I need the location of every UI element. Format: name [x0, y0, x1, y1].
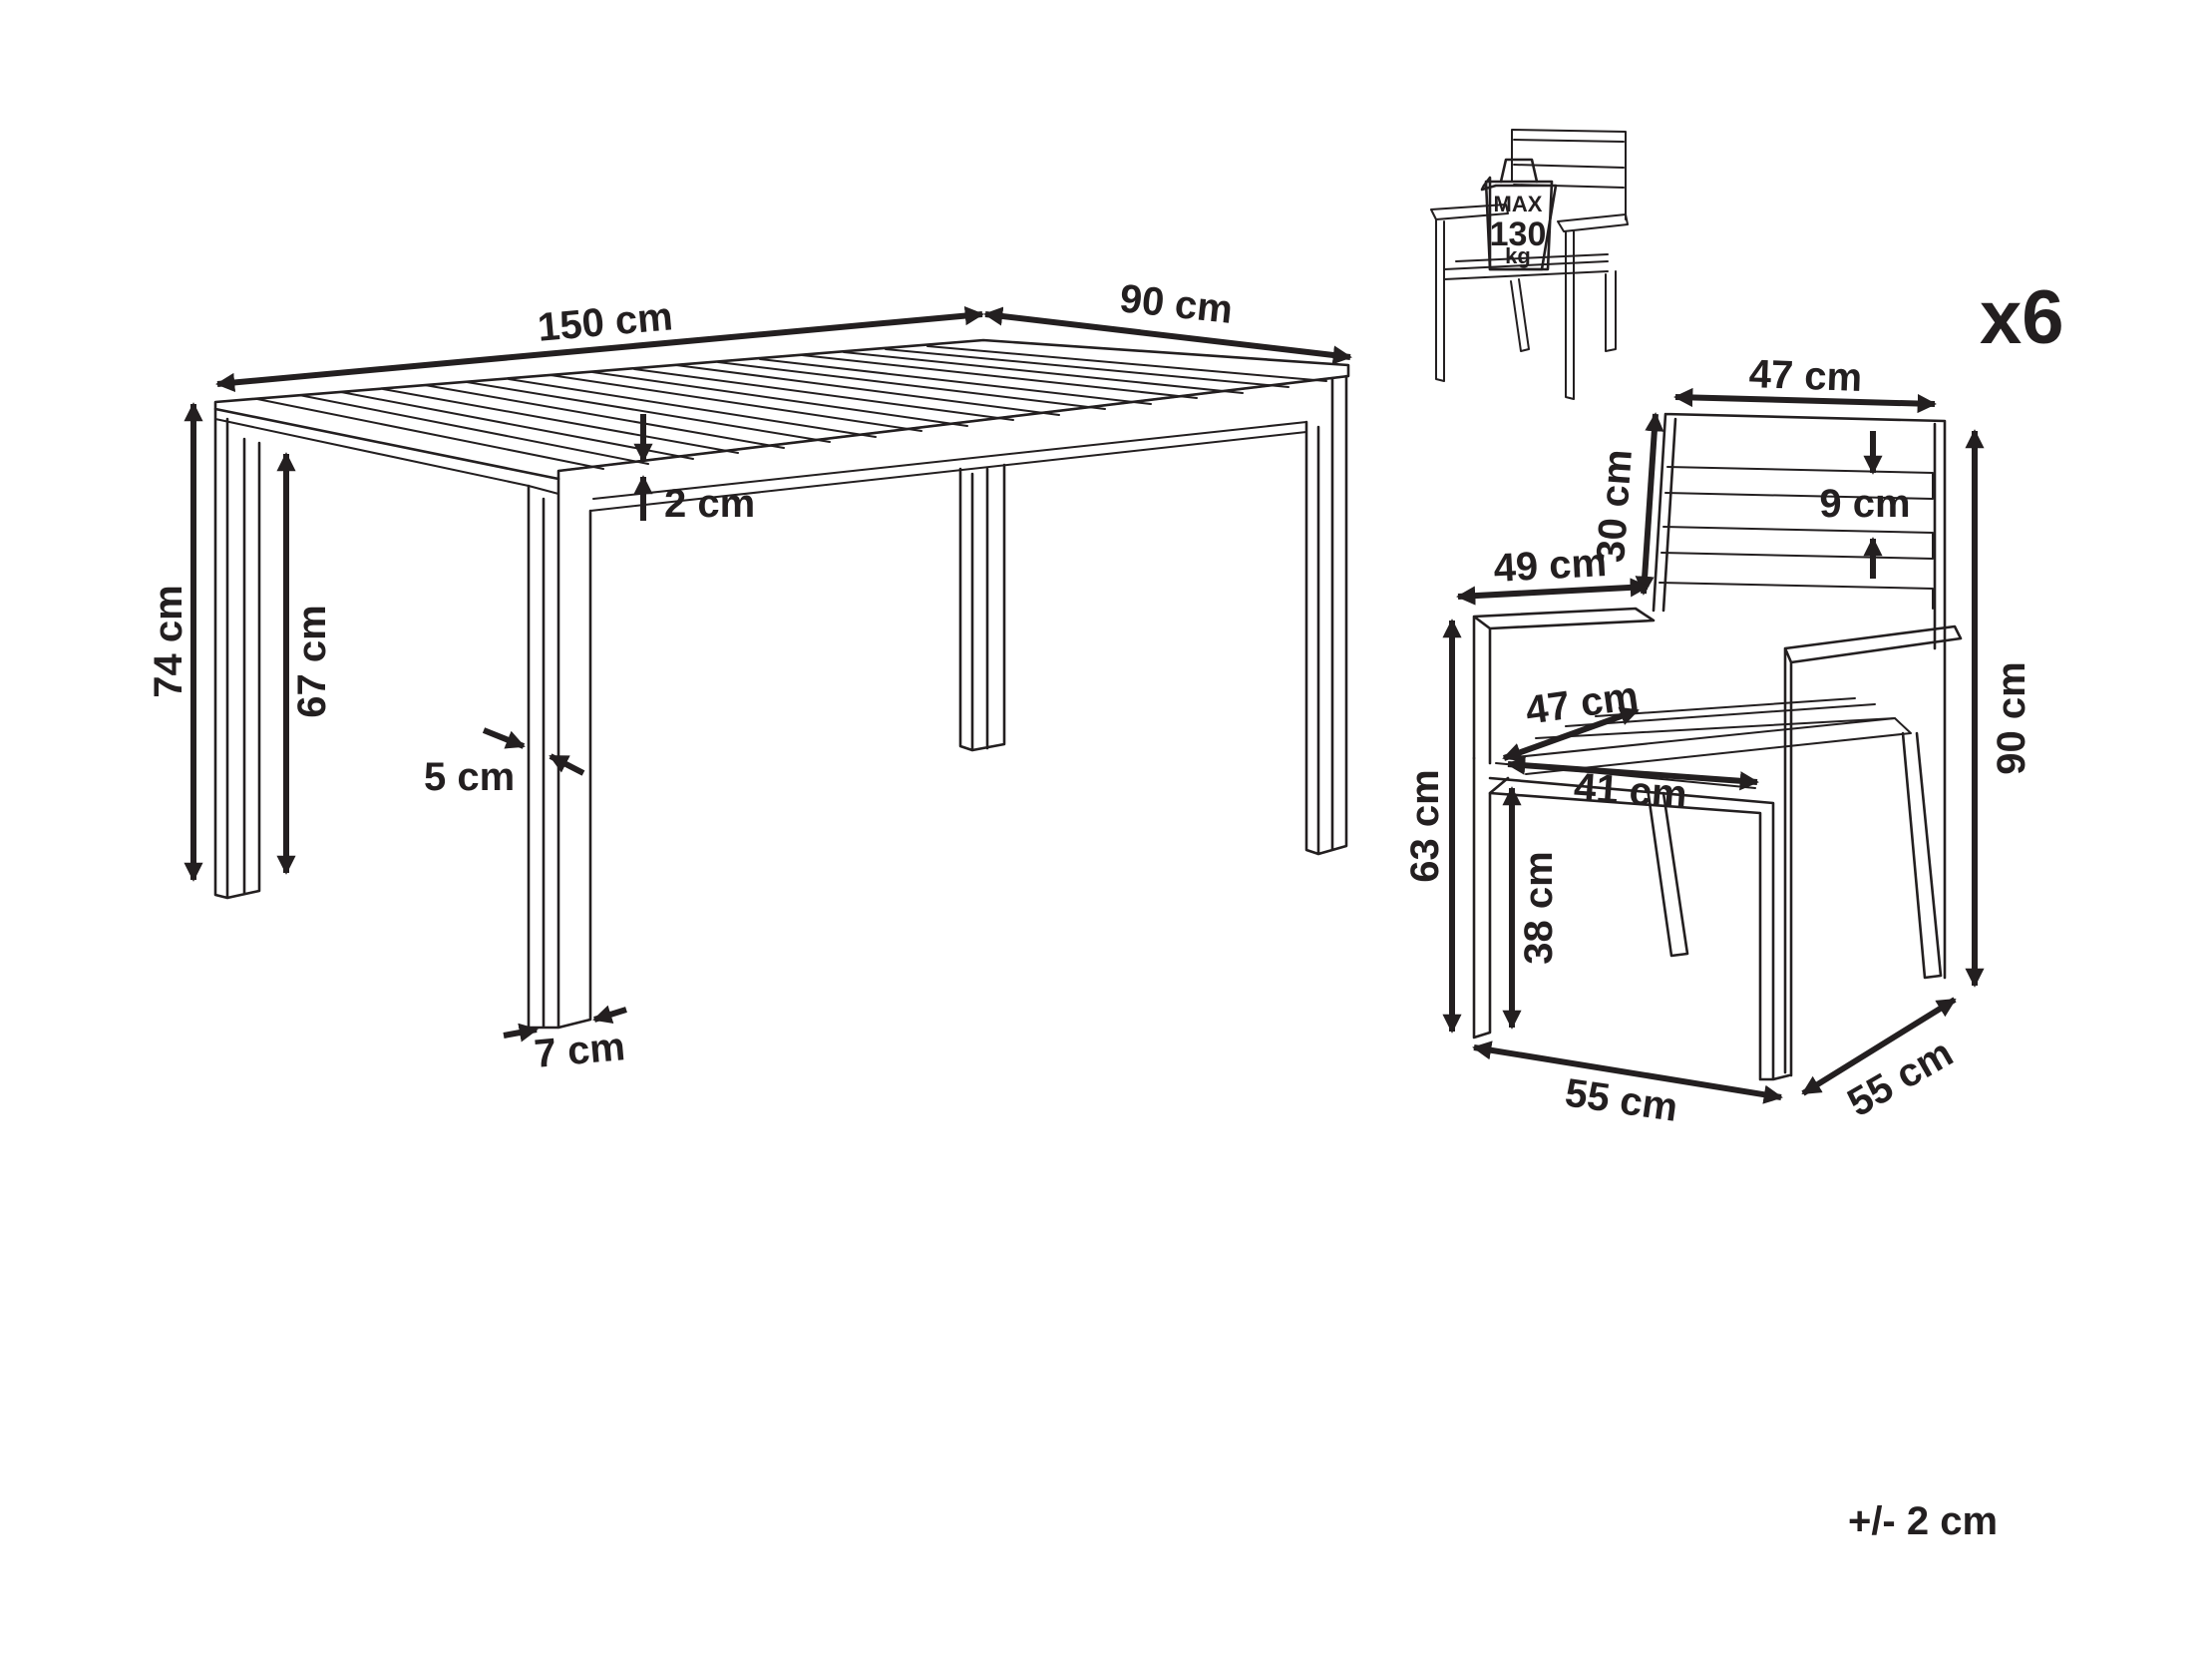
leg-inner-label: 5 cm	[424, 755, 515, 799]
max-load-chair-illustration: MAX 130 kg	[1430, 129, 1629, 400]
base-depth-label: 55 cm	[1840, 1031, 1960, 1125]
armrest-height-label: 63 cm	[1403, 769, 1447, 882]
small-chair-seat	[1443, 253, 1609, 280]
backrest-width-label: 47 cm	[1748, 352, 1863, 400]
chair-armrest-left	[1472, 607, 1656, 765]
base-width-arrow	[1472, 1040, 1783, 1104]
chair-backrest-slats	[1659, 466, 1934, 610]
table-leg-back-left	[213, 407, 261, 900]
top-thickness-label: 2 cm	[664, 482, 755, 526]
seat-width-arrow	[1506, 755, 1759, 791]
table-leg-front-right	[1304, 374, 1348, 856]
table-dimensions: 150 cm 90 cm 74 cm 67 cm 2 cm 5 cm 7 cm	[147, 276, 1352, 1076]
table-leg-front-left	[527, 477, 592, 1030]
armrest-width-label: 49 cm	[1493, 541, 1609, 591]
small-chair-backrest	[1511, 129, 1627, 220]
leg-outer-arrow-right	[592, 1005, 627, 1025]
chair-leg-front-left	[1472, 756, 1510, 1039]
table-clearance-label: 67 cm	[290, 605, 334, 717]
weight-handle	[1499, 158, 1539, 184]
chair-armrest-right	[1783, 624, 1963, 1077]
small-chair-legs	[1510, 270, 1617, 352]
chair-leg-back-left	[1646, 786, 1689, 958]
chair-quantity-label: x6	[1980, 275, 2064, 360]
table-apron-left	[214, 408, 559, 495]
seat-width-label: 41 cm	[1573, 765, 1688, 817]
max-load-line1: MAX	[1494, 192, 1543, 216]
seat-depth-arrow	[1502, 706, 1640, 762]
table-width-arrow	[983, 306, 1352, 365]
backrest-height-arrow	[1635, 412, 1664, 596]
backrest-width-arrow	[1673, 387, 1937, 414]
weight-icon	[1480, 176, 1558, 271]
seat-height-label: 38 cm	[1517, 851, 1561, 964]
chair-dimensions: 47 cm 30 cm 9 cm 49 cm 47 cm 41 cm 63 cm…	[1403, 352, 2033, 1130]
table-length-arrow	[215, 306, 984, 392]
table-leg-back-right	[958, 463, 1006, 752]
total-height-label: 90 cm	[1990, 661, 2033, 774]
small-chair-arm-left	[1430, 204, 1509, 382]
leg-inner-arrow-left	[482, 727, 526, 749]
tolerance-note: +/- 2 cm	[1848, 1499, 1998, 1543]
chair-leg-back-right	[1901, 731, 1943, 980]
max-load-line3: kg	[1505, 243, 1531, 268]
table-width-label: 90 cm	[1118, 276, 1235, 332]
base-depth-arrow	[1801, 997, 1957, 1096]
backrest-height-label: 30 cm	[1589, 448, 1641, 564]
leg-outer-label: 7 cm	[533, 1025, 627, 1076]
max-load-line2: 130	[1490, 215, 1547, 253]
seat-depth-label: 47 cm	[1523, 673, 1641, 732]
leg-inner-arrow-right	[549, 753, 585, 776]
armrest-width-arrow	[1456, 578, 1650, 606]
slat-height-label: 9 cm	[1819, 482, 1910, 526]
table-drawing	[213, 338, 1350, 1030]
small-chair-arm-right	[1557, 213, 1629, 400]
table-height-label: 74 cm	[147, 585, 190, 697]
weight-body	[1484, 180, 1554, 271]
leg-outer-arrow-left	[503, 1023, 539, 1042]
